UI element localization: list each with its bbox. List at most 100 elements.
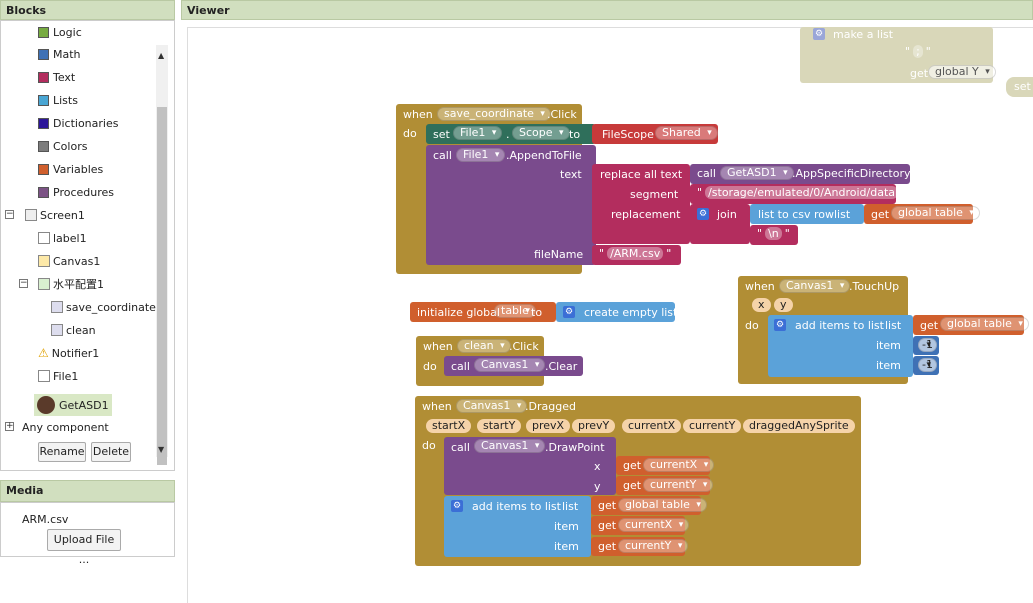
scroll-up-icon[interactable]: ▲ — [158, 51, 165, 60]
avatar-icon — [37, 396, 55, 414]
scope-value-dropdown[interactable]: Shared — [655, 126, 718, 140]
component-arrangement[interactable]: 水平配置1 — [38, 275, 104, 293]
save-coordinate-dropdown[interactable]: save_coordinate — [437, 107, 551, 121]
blocks-scrollbar[interactable]: ▲ ▼ — [156, 45, 168, 465]
builtin-variables[interactable]: Variables — [38, 160, 103, 178]
get-currentx-block[interactable]: get currentX — [616, 456, 715, 475]
component-clean[interactable]: clean — [51, 321, 96, 339]
call-component-dropdown[interactable]: File1 — [456, 148, 506, 162]
param-currentx[interactable]: currentX — [622, 419, 682, 433]
expand-any-component-icon[interactable]: + — [5, 421, 14, 431]
clean-click-event-block[interactable]: when clean .Click do — [416, 336, 544, 386]
get-currenty-block[interactable]: get currentY — [591, 537, 689, 556]
component-notifier1[interactable]: ⚠Notifier1 — [38, 344, 99, 362]
scroll-down-icon[interactable]: ▼ — [158, 445, 165, 454]
builtin-logic[interactable]: Logic — [38, 23, 82, 41]
collapse-arrangement-icon[interactable]: − — [19, 278, 28, 288]
dragged-add-items-block[interactable]: ⚙ add items to list list item item — [444, 496, 591, 557]
canvas-component-dropdown[interactable]: Canvas1 — [474, 439, 546, 453]
get-currentx-block[interactable]: get currentX — [591, 516, 690, 535]
filescope-block[interactable]: FileScope Shared — [592, 124, 718, 144]
currenty-dropdown[interactable]: currentY — [618, 539, 689, 553]
number-value[interactable]: -1 — [918, 358, 937, 372]
gear-icon[interactable]: ⚙ — [774, 319, 786, 331]
dragged-component-dropdown[interactable]: Canvas1 — [456, 399, 528, 413]
param-draggedanysprite[interactable]: draggedAnySprite — [743, 419, 855, 433]
param-currenty[interactable]: currentY — [683, 419, 742, 433]
call-label: call — [433, 149, 452, 162]
set-scope-block[interactable]: set File1 . Scope to — [426, 124, 596, 144]
do-label: do — [423, 360, 437, 373]
component-getasd1[interactable]: GetASD1 — [34, 394, 112, 416]
collapse-screen1-icon[interactable]: − — [5, 209, 14, 219]
drawpoint-block[interactable]: call Canvas1 .DrawPoint x y — [444, 437, 616, 495]
delete-button[interactable]: Delete — [91, 442, 131, 462]
number-block[interactable]: -1 — [913, 336, 939, 355]
scrollbar-thumb[interactable] — [157, 107, 167, 465]
builtin-lists[interactable]: Lists — [38, 91, 78, 109]
app-specific-directory-block[interactable]: call GetASD1 .AppSpecificDirectory — [690, 164, 911, 184]
create-empty-list-block[interactable]: ⚙ create empty list — [556, 302, 677, 322]
canvas-component-dropdown[interactable]: Canvas1 — [474, 358, 546, 372]
asd-component-dropdown[interactable]: GetASD1 — [720, 166, 794, 180]
init-global-table-block[interactable]: initialize global table to — [410, 302, 556, 322]
currentx-dropdown[interactable]: currentX — [618, 518, 690, 532]
component-screen1[interactable]: Screen1 — [25, 206, 85, 224]
touchup-add-items-block[interactable]: ⚙ add items to list list item item — [768, 315, 913, 377]
filename-string-block[interactable]: "/ARM.csv" — [592, 245, 681, 265]
get-label: get — [623, 459, 642, 472]
gear-icon[interactable]: ⚙ — [563, 306, 575, 318]
table-var-dropdown[interactable]: global table — [940, 317, 1029, 331]
procedures-icon — [38, 186, 49, 198]
gear-icon[interactable]: ⚙ — [451, 500, 463, 512]
media-file[interactable]: ARM.csv — [22, 513, 69, 526]
canvas-clear-block[interactable]: call Canvas1 .Clear — [444, 356, 583, 376]
builtin-procedures[interactable]: Procedures — [38, 183, 114, 201]
param-prevx[interactable]: prevX — [526, 419, 571, 433]
ghost-var-dropdown[interactable]: global Y — [928, 65, 996, 79]
gear-icon[interactable]: ⚙ — [813, 28, 825, 40]
param-x[interactable]: x — [752, 298, 771, 312]
currentx-dropdown[interactable]: currentX — [643, 458, 715, 472]
builtin-math[interactable]: Math — [38, 45, 81, 63]
table-var-dropdown[interactable]: global table — [891, 206, 980, 220]
component-save-coordinate[interactable]: save_coordinate — [51, 298, 156, 316]
segment-string-block[interactable]: "/storage/emulated/0/Android/data" — [690, 184, 906, 204]
ghost-make-list-block[interactable]: ⚙ make a list ";" get global Y — [800, 27, 996, 83]
builtin-text[interactable]: Text — [38, 68, 75, 86]
table-name-field[interactable]: table — [494, 304, 536, 318]
replace-all-text-block[interactable]: replace all text segment replacement — [592, 164, 690, 244]
newline-string-block[interactable]: "\n" — [750, 225, 798, 245]
get-table-block[interactable]: get global table — [864, 204, 980, 224]
get-table-block[interactable]: get global table — [591, 496, 707, 515]
component-file1[interactable]: File1 — [38, 367, 78, 385]
param-y[interactable]: y — [774, 298, 793, 312]
any-component[interactable]: Any component — [22, 418, 109, 436]
builtin-label: Lists — [53, 93, 78, 107]
add-items-label: add items to list — [795, 319, 884, 332]
clean-component-dropdown[interactable]: clean — [457, 339, 511, 353]
table-var-dropdown[interactable]: global table — [618, 498, 707, 512]
rename-button[interactable]: Rename — [38, 442, 86, 462]
currenty-dropdown[interactable]: currentY — [643, 478, 714, 492]
append-to-file-block[interactable]: call File1 .AppendToFile text fileName — [426, 145, 596, 265]
list-to-csv-row-block[interactable]: list to csv row list — [750, 204, 864, 224]
upload-file-button[interactable]: Upload File ... — [47, 529, 121, 566]
param-starty[interactable]: startY — [477, 419, 522, 433]
scope-property-dropdown[interactable]: Scope — [512, 126, 570, 140]
set-component-dropdown[interactable]: File1 — [453, 126, 503, 140]
touchup-component-dropdown[interactable]: Canvas1 — [779, 279, 851, 293]
number-value[interactable]: -1 — [918, 338, 937, 352]
ghost-set-block[interactable]: set — [1006, 77, 1033, 97]
get-currenty-block[interactable]: get currentY — [616, 476, 714, 495]
join-block[interactable]: ⚙ join — [690, 204, 750, 244]
gear-icon[interactable]: ⚙ — [697, 208, 709, 220]
param-startx[interactable]: startX — [426, 419, 472, 433]
number-block[interactable]: -1 — [913, 356, 939, 375]
param-prevy[interactable]: prevY — [572, 419, 616, 433]
builtin-dictionaries[interactable]: Dictionaries — [38, 114, 118, 132]
builtin-colors[interactable]: Colors — [38, 137, 87, 155]
component-canvas1[interactable]: Canvas1 — [38, 252, 100, 270]
get-table-block[interactable]: get global table — [913, 315, 1029, 335]
component-label1[interactable]: label1 — [38, 229, 87, 247]
